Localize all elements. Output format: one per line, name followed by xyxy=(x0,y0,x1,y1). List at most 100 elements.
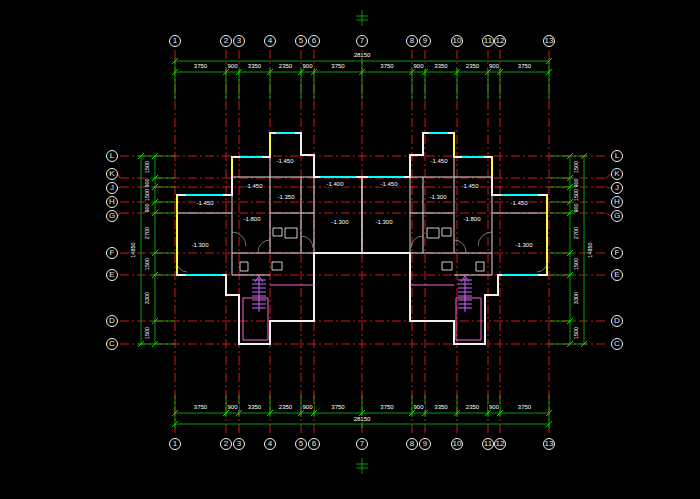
elevation-text: -1.300 xyxy=(374,219,393,225)
axis-number: 1 xyxy=(173,440,177,448)
axis-number: D xyxy=(109,317,115,325)
axis-bubble: H xyxy=(611,196,623,208)
axis-number: K xyxy=(614,170,619,178)
axis-number: J xyxy=(110,184,114,192)
dimension-text: 1500 xyxy=(145,325,151,339)
axis-bubble: 6 xyxy=(308,438,320,450)
axis-number: E xyxy=(614,271,619,279)
axis-bubble: 10 xyxy=(451,438,463,450)
elevation-text: -1.450 xyxy=(460,183,479,189)
axis-bubble: L xyxy=(611,150,623,162)
dimension-text: 3750 xyxy=(379,404,394,410)
dimension-text: 900 xyxy=(574,177,580,188)
axis-bubble: G xyxy=(611,210,623,222)
axis-number: C xyxy=(614,340,620,348)
axis-bubble: 8 xyxy=(406,438,418,450)
dimension-text: 3300 xyxy=(145,291,151,305)
axis-bubble: 11 xyxy=(482,438,494,450)
dimension-text: 3350 xyxy=(247,404,262,410)
axis-bubble: F xyxy=(106,247,118,259)
axis-bubble: 3 xyxy=(233,438,245,450)
elevation-text: -1.450 xyxy=(379,181,398,187)
dimension-text: 900 xyxy=(488,63,500,69)
axis-number: 11 xyxy=(484,440,492,448)
axis-bubble: J xyxy=(106,182,118,194)
axis-number: G xyxy=(109,212,115,220)
dimension-lines xyxy=(138,10,587,474)
axis-bubble: G xyxy=(106,210,118,222)
elevation-text: -1.800 xyxy=(462,216,481,222)
dimension-text: 1500 xyxy=(574,257,580,271)
axis-bubble: 8 xyxy=(406,35,418,47)
dimension-text: 2350 xyxy=(465,404,480,410)
axis-number: 7 xyxy=(360,440,364,448)
dimension-text: 3350 xyxy=(433,404,448,410)
dimension-text: 1500 xyxy=(574,187,580,201)
dimension-text: 900 xyxy=(145,177,151,188)
axis-number: H xyxy=(109,198,115,206)
axis-number: F xyxy=(615,249,620,257)
dimension-text: 3350 xyxy=(247,63,262,69)
axis-number: 8 xyxy=(410,440,414,448)
axis-number: F xyxy=(110,249,115,257)
axis-bubble: K xyxy=(106,168,118,180)
dimension-text: 900 xyxy=(412,63,424,69)
dimension-text: 3750 xyxy=(193,63,208,69)
axis-number: 4 xyxy=(268,37,272,45)
axis-number: 13 xyxy=(545,37,554,45)
dimension-text: 900 xyxy=(226,404,238,410)
dimension-text: 900 xyxy=(301,404,313,410)
dimension-text: 1500 xyxy=(145,160,151,174)
axis-bubble: 5 xyxy=(295,438,307,450)
axis-number: H xyxy=(614,198,620,206)
elevation-text: -1.300 xyxy=(514,242,533,248)
axis-bubble: 12 xyxy=(494,438,506,450)
axis-bubble: D xyxy=(611,315,623,327)
dimension-text: 1500 xyxy=(145,257,151,271)
dimension-text: 3750 xyxy=(330,404,345,410)
axis-number: 6 xyxy=(312,37,316,45)
axis-number: G xyxy=(614,212,620,220)
axis-number: 3 xyxy=(237,440,241,448)
axis-bubble: 2 xyxy=(220,438,232,450)
dimension-text: 2700 xyxy=(574,226,580,240)
elevation-text: -1.450 xyxy=(195,200,214,206)
axis-bubble: D xyxy=(106,315,118,327)
axis-number: K xyxy=(109,170,114,178)
axis-bubble: 13 xyxy=(543,438,555,450)
axis-bubble: F xyxy=(611,247,623,259)
elevation-text: -1.800 xyxy=(242,216,261,222)
elevation-text: -1.450 xyxy=(509,200,528,206)
dimension-text: 900 xyxy=(488,404,500,410)
dimension-text: 14850 xyxy=(131,241,137,258)
dimension-text: 28150 xyxy=(353,52,372,58)
axis-bubble: 5 xyxy=(295,35,307,47)
dimension-text: 3750 xyxy=(193,404,208,410)
dimension-text: 1500 xyxy=(145,187,151,201)
axis-number: 11 xyxy=(484,37,492,45)
dimension-text: 1500 xyxy=(574,160,580,174)
dimension-text: 2350 xyxy=(465,63,480,69)
dimension-text: 3350 xyxy=(433,63,448,69)
axis-number: 6 xyxy=(312,440,316,448)
dimension-text: 900 xyxy=(574,202,580,213)
dimension-text: 2350 xyxy=(278,63,293,69)
axis-bubble: E xyxy=(611,269,623,281)
axis-number: D xyxy=(614,317,620,325)
axis-bubble: 4 xyxy=(264,35,276,47)
dimension-text: 3300 xyxy=(574,291,580,305)
axis-number: 4 xyxy=(268,440,272,448)
axis-number: 13 xyxy=(545,440,554,448)
axis-number: E xyxy=(109,271,114,279)
axis-bubble: 1 xyxy=(169,35,181,47)
axis-number: C xyxy=(109,340,115,348)
dimension-text: 3750 xyxy=(379,63,394,69)
dimension-ticks xyxy=(138,58,587,427)
dimension-text: 900 xyxy=(412,404,424,410)
dimension-text: 2700 xyxy=(145,226,151,240)
axis-bubble: 9 xyxy=(419,438,431,450)
dimension-text: 900 xyxy=(145,202,151,213)
axis-bubble: 12 xyxy=(494,35,506,47)
elevation-text: -1.450 xyxy=(244,183,263,189)
dimension-text: 28150 xyxy=(353,416,372,422)
